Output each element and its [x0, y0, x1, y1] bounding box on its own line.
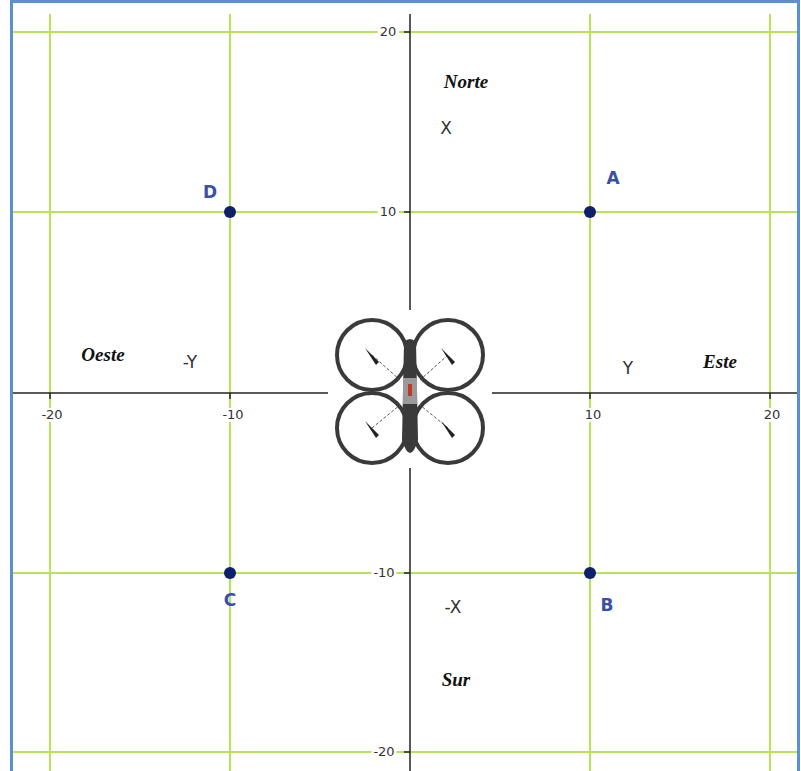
tick-label: 20	[378, 25, 399, 39]
tick-label: -20	[371, 745, 396, 759]
tick-label: -10	[371, 566, 396, 580]
axis-label: X	[440, 119, 452, 138]
direction-label: Oeste	[81, 345, 124, 366]
direction-label: Sur	[442, 670, 471, 691]
grid-lines	[13, 14, 798, 771]
direction-label: Norte	[444, 72, 488, 93]
direction-label: Este	[703, 352, 737, 373]
point-label: D	[203, 183, 217, 202]
drone-icon	[328, 310, 492, 468]
points	[224, 206, 596, 579]
axis-label: -X	[445, 598, 462, 617]
point-label: B	[601, 596, 614, 615]
tick-label: -10	[220, 408, 245, 422]
point-label: A	[606, 169, 619, 188]
tick-label: -20	[39, 408, 64, 422]
point-label: C	[224, 591, 236, 610]
axis-label: Y	[623, 359, 633, 378]
axes	[13, 14, 798, 771]
tick-label: 10	[583, 408, 604, 422]
tick-label: 10	[378, 205, 399, 219]
frame	[12, 2, 799, 771]
tick-label: 20	[762, 408, 783, 422]
axis-label: -Y	[183, 353, 198, 372]
